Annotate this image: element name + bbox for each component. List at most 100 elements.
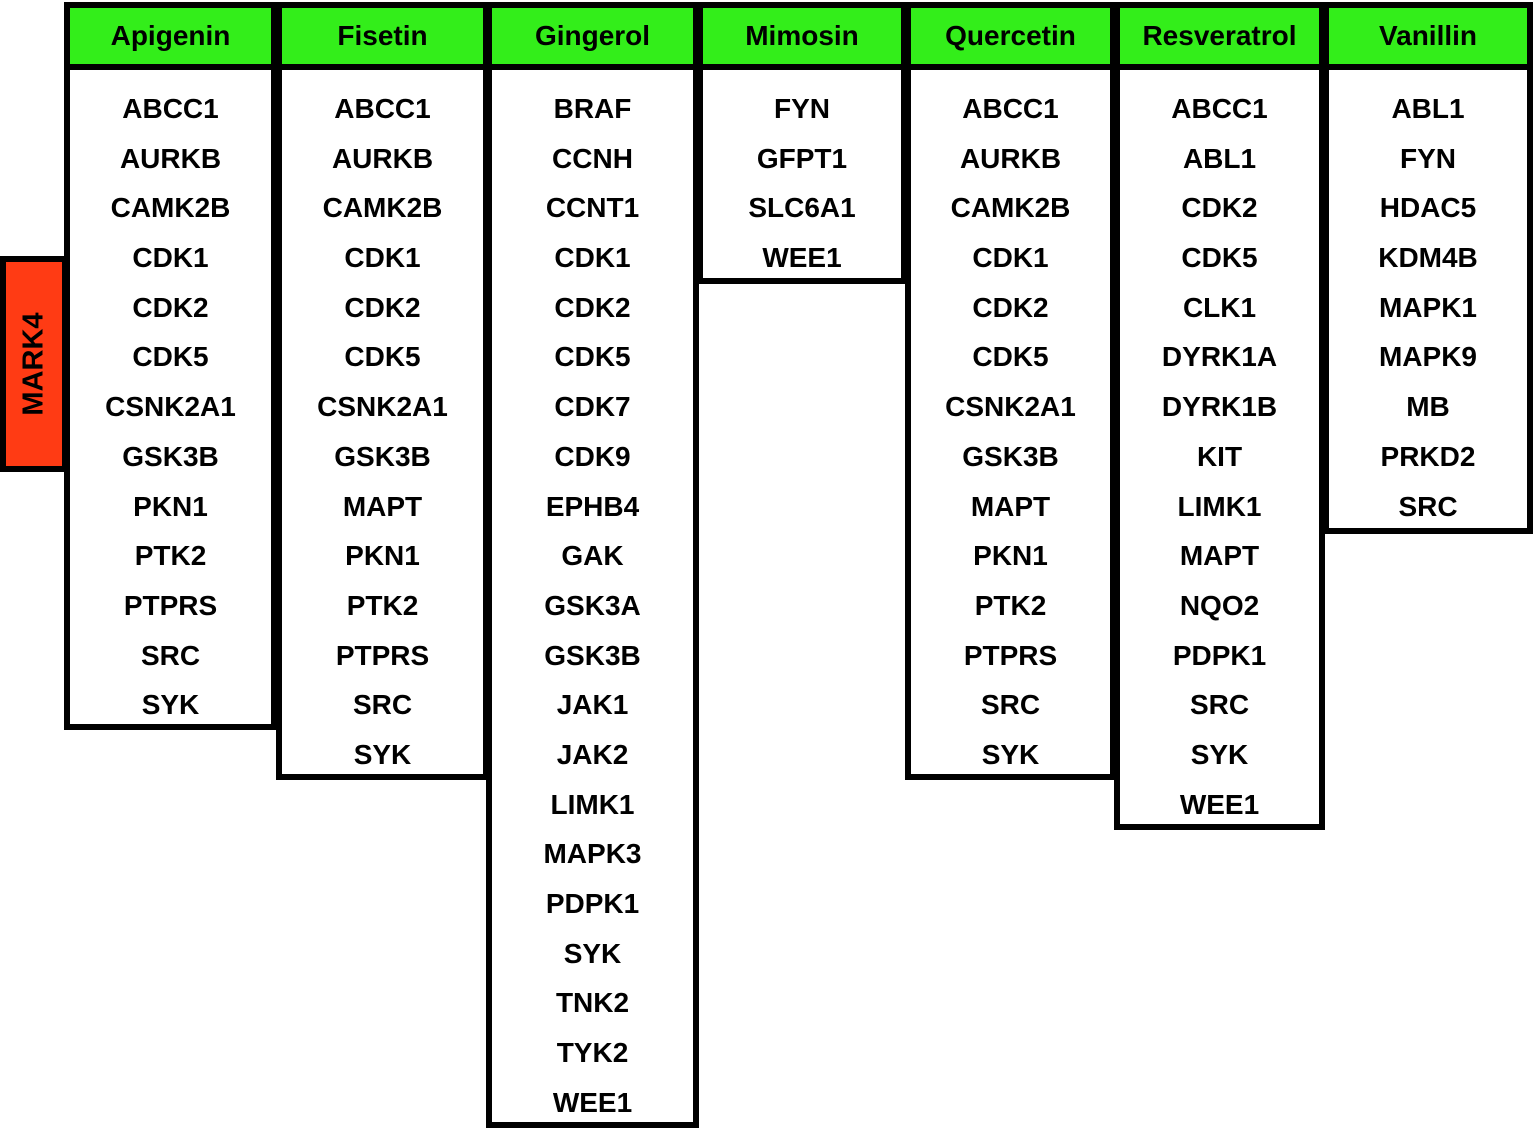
gene-item: ABCC1	[334, 93, 431, 124]
gene-item: CDK1	[132, 242, 209, 274]
gene-item: AURKB	[959, 142, 1062, 174]
gene-item: SYK	[353, 738, 412, 770]
gene-item: GSK3A	[544, 589, 641, 621]
gene-item: WEE1	[1179, 788, 1260, 820]
gene-item: GSK3B	[962, 440, 1059, 472]
gene-item: PRKD2	[1380, 440, 1476, 472]
gene-item: CDK5	[972, 341, 1049, 373]
gene-item: CDK2	[554, 291, 631, 323]
gene-item: MAPT	[342, 490, 423, 522]
gene-item: KDM4B	[1378, 242, 1478, 274]
gene-item: ABCC1	[962, 93, 1059, 124]
gene-item: SRC	[980, 689, 1041, 721]
gene-item: SRC	[352, 689, 413, 721]
gene-item: ABCC1	[122, 93, 219, 124]
gene-item: PDPK1	[1172, 639, 1267, 671]
gene-item: HDAC5	[1379, 192, 1477, 224]
gene-item: SYK	[563, 937, 622, 969]
gene-item: PTPRS	[335, 639, 430, 671]
gene-item: SRC	[1398, 490, 1458, 522]
gene-item: ABCC1	[1171, 93, 1268, 124]
gene-item: CDK1	[972, 242, 1049, 274]
gene-item: CDK2	[132, 291, 209, 323]
gene-item: GFPT1	[756, 142, 848, 174]
gene-item: WEE1	[762, 242, 842, 274]
gene-item: PTK2	[134, 540, 207, 572]
gene-item: PDPK1	[545, 888, 640, 919]
side-label-text: MARK4	[17, 312, 50, 416]
gene-item: LIMK1	[550, 788, 635, 820]
gene-item: CSNK2A1	[317, 391, 448, 423]
column-header-vanillin: Vanillin	[1323, 2, 1533, 70]
mark4-side-label: MARK4	[0, 256, 68, 472]
gene-item: TYK2	[556, 1037, 629, 1069]
gene-item: PTPRS	[963, 639, 1058, 671]
gene-item: ABL1	[1182, 142, 1257, 174]
gene-item: CSNK2A1	[945, 391, 1076, 423]
column-header-fisetin: Fisetin	[276, 2, 489, 70]
gene-item: SYK	[1190, 738, 1249, 770]
gene-item: CSNK2A1	[105, 391, 236, 423]
gene-item: JAK2	[556, 738, 629, 770]
gene-item: PKN1	[133, 490, 208, 522]
gene-item: ABL1	[1391, 93, 1465, 124]
gene-item: SLC6A1	[748, 192, 856, 224]
gene-item: AURKB	[119, 142, 222, 174]
column-header-mimosin: Mimosin	[697, 2, 907, 70]
gene-item: CDK2	[972, 291, 1049, 323]
gene-item: FYN	[1400, 142, 1456, 174]
gene-item: CDK5	[132, 341, 209, 373]
gene-item: CCNT1	[545, 192, 640, 224]
gene-item: CDK2	[1181, 192, 1258, 224]
gene-item: BRAF	[553, 93, 632, 124]
gene-item: MAPT	[1179, 540, 1260, 572]
gene-item: CAMK2B	[110, 192, 231, 224]
gene-item: TNK2	[555, 987, 630, 1019]
gene-item: DYRK1B	[1161, 391, 1278, 423]
gene-item: KIT	[1196, 440, 1243, 472]
gene-item: EPHB4	[545, 490, 640, 522]
column-header-resveratrol: Resveratrol	[1114, 2, 1325, 70]
gene-item: SYK	[981, 738, 1040, 770]
gene-item: MAPT	[970, 490, 1051, 522]
column-header-apigenin: Apigenin	[64, 2, 277, 70]
gene-item: CCNH	[552, 142, 633, 174]
gene-item: MAPK9	[1378, 341, 1477, 373]
gene-item: MAPK3	[543, 838, 642, 870]
gene-item: PTK2	[974, 589, 1047, 621]
gene-item: LIMK1	[1177, 490, 1262, 522]
gene-item: CLK1	[1182, 291, 1257, 323]
gene-item: WEE1	[552, 1086, 633, 1118]
gene-item: CDK1	[554, 242, 631, 274]
gene-item: FYN	[774, 93, 830, 124]
gene-item: CDK2	[344, 291, 421, 323]
gene-item: MAPK1	[1378, 291, 1477, 323]
gene-item: CDK5	[344, 341, 421, 373]
gene-item: GSK3B	[122, 440, 219, 472]
gene-item: SRC	[1189, 689, 1250, 721]
gene-item: AURKB	[331, 142, 434, 174]
gene-item: CAMK2B	[322, 192, 443, 224]
gene-item: PKN1	[345, 540, 420, 572]
gene-item: GSK3B	[544, 639, 641, 671]
gene-item: PTPRS	[123, 589, 218, 621]
gene-item: CDK5	[1181, 242, 1258, 274]
gene-item: CDK1	[344, 242, 421, 274]
gene-item: NQO2	[1179, 589, 1260, 621]
gene-item: PKN1	[973, 540, 1048, 572]
gene-item: SYK	[141, 689, 200, 721]
